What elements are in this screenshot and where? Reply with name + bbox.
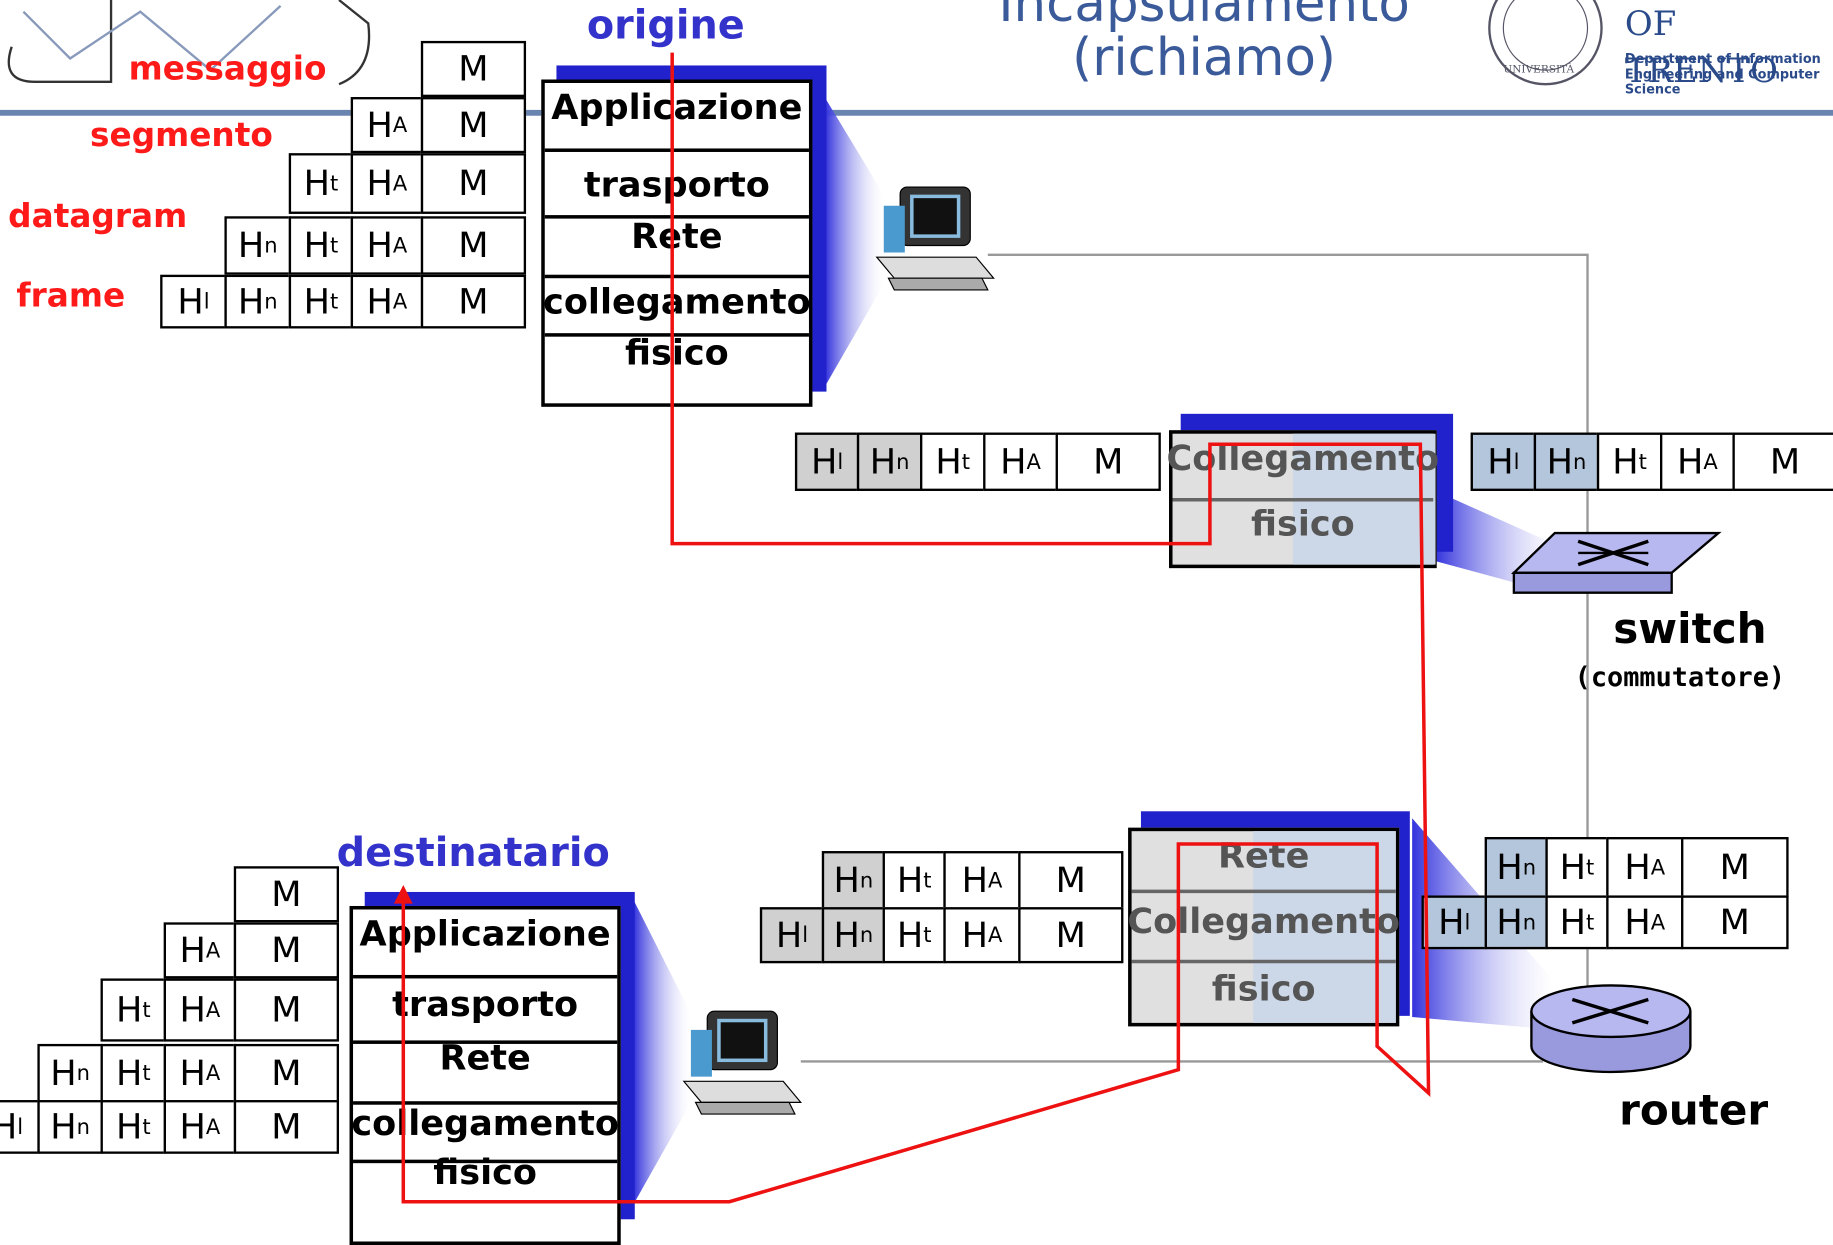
- cell-M: M: [1055, 432, 1161, 491]
- cell-M: M: [233, 922, 340, 979]
- projection-destination: [633, 900, 690, 1205]
- cell-M: M: [233, 1100, 340, 1154]
- layer-collegamento: collegamento: [351, 1103, 619, 1145]
- arrowhead-icon: [393, 884, 413, 904]
- protocol-stack-origin: Applicazione trasporto Rete collegamento…: [541, 79, 813, 407]
- university-seal-icon: UNIVERSITÀ: [1487, 0, 1604, 89]
- cable-origin-switch: [987, 253, 1589, 1029]
- protocol-stack-switch: Collegamento fisico: [1167, 430, 1439, 569]
- cell-M: M: [420, 97, 527, 154]
- switch-icon: [1510, 531, 1722, 594]
- cell-M: M: [1681, 895, 1789, 950]
- projection-origin: [825, 98, 883, 386]
- label-destinatario: destinatario: [336, 829, 610, 877]
- router-icon: [1530, 984, 1692, 1074]
- protocol-stack-router: Rete Collegamento fisico: [1127, 827, 1400, 1027]
- cell-M: M: [420, 274, 527, 329]
- layer-fisico: fisico: [1250, 503, 1355, 545]
- cell-M: M: [233, 1043, 340, 1103]
- cell-M: M: [233, 866, 340, 923]
- layer-applicazione: Applicazione: [551, 87, 803, 129]
- label-switch: switch: [1613, 605, 1767, 654]
- cell-M: M: [1681, 837, 1789, 898]
- header-rule: [0, 109, 1833, 116]
- cell-M: M: [420, 216, 527, 275]
- label-origine: origine: [586, 2, 745, 50]
- layer-rete: Rete: [439, 1038, 531, 1079]
- layer-trasporto: trasporto: [392, 984, 579, 1026]
- layer-fisico: fisico: [624, 333, 729, 375]
- layer-applicazione: Applicazione: [359, 914, 611, 956]
- cell-M: M: [1732, 432, 1833, 491]
- logo-dept-line1: Department of Information: [1624, 51, 1821, 67]
- red-path-line: [401, 52, 1431, 1204]
- label-router: router: [1619, 1087, 1769, 1136]
- decorative-network-logo: [7, 0, 371, 86]
- cell-M: M: [420, 153, 527, 214]
- label-commutatore: (commutatore): [1574, 662, 1786, 694]
- layer-fisico: fisico: [1211, 969, 1316, 1011]
- label-segmento: segmento: [90, 115, 273, 155]
- label-frame: frame: [16, 275, 126, 315]
- protocol-stack-destination: Applicazione trasporto Rete collegamento…: [349, 905, 621, 1245]
- layer-fisico: fisico: [433, 1152, 538, 1194]
- computer-icon-origin: [875, 186, 995, 291]
- layer-collegamento: Collegamento: [1127, 901, 1400, 943]
- computer-icon-destination: [682, 1010, 803, 1115]
- logo-text: OF TRENTO: [1624, 3, 1778, 91]
- cell-M: M: [1018, 907, 1124, 964]
- logo-dept-line2: Engineering and Computer Science: [1624, 66, 1820, 98]
- layer-trasporto: trasporto: [583, 164, 770, 206]
- svg-text:UNIVERSITÀ: UNIVERSITÀ: [1503, 61, 1574, 75]
- slide-title-line1: Incapsulamento: [998, 0, 1410, 34]
- label-messaggio: messaggio: [128, 49, 327, 88]
- slide-title-line2: (richiamo): [1072, 28, 1336, 88]
- layer-collegamento: collegamento: [543, 281, 811, 323]
- cell-Hl: Hl: [0, 1100, 40, 1154]
- cell-M: M: [233, 978, 340, 1042]
- cell-M: M: [420, 40, 527, 98]
- label-datagram: datagram: [8, 196, 188, 235]
- layer-rete: Rete: [631, 216, 723, 258]
- cell-M: M: [1018, 851, 1124, 910]
